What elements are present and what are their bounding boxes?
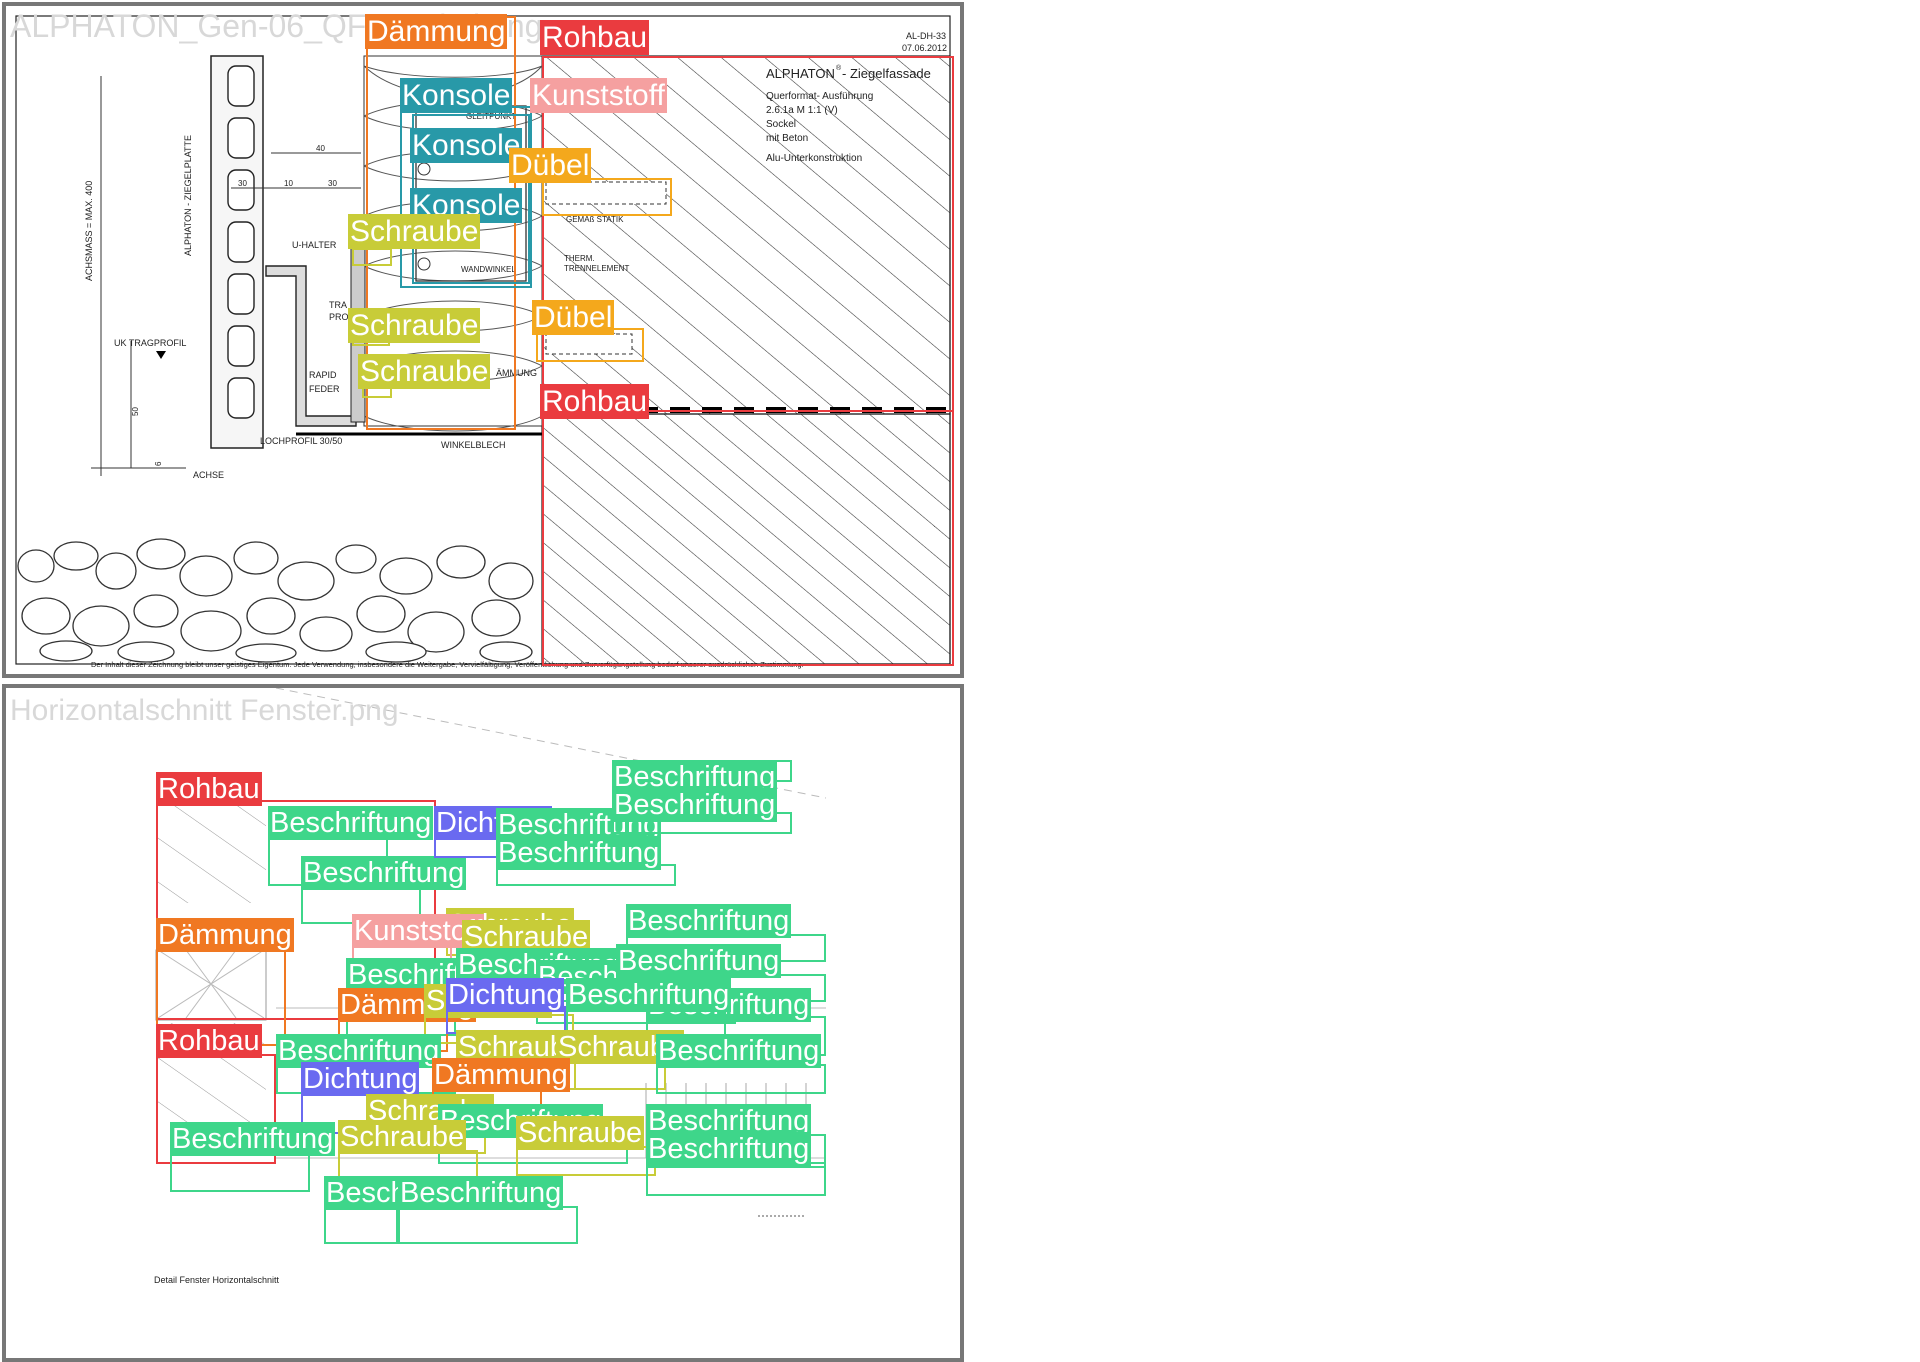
annotation-label-beschriftung: Beschriftung xyxy=(626,904,792,938)
drawing-reg: ® xyxy=(836,64,842,72)
annotation-label-schraube: Schraube xyxy=(516,1116,645,1150)
drawing-line3: Sockel xyxy=(766,119,796,130)
annotation-label-rohbau: Rohbau xyxy=(540,20,650,55)
annotation-label-dämmung: Dämmung xyxy=(156,918,294,952)
annotation-box-schraube xyxy=(516,1146,656,1176)
annotation-label-schraube: Schraube xyxy=(348,308,481,343)
annotation-label-dämmung: Dämmung xyxy=(432,1058,570,1092)
drawing-brand: ALPHATON xyxy=(766,66,835,81)
annotation-label-beschriftung: Beschriftung xyxy=(268,806,434,840)
annotation-label-schraube: Schraube xyxy=(338,1120,467,1154)
annotation-label-rohbau: Rohbau xyxy=(156,1024,262,1058)
annotation-box-schraube xyxy=(556,1060,666,1090)
annotation-label-beschriftung: Beschriftung xyxy=(616,944,782,978)
annotation-label-schraube: Schraube xyxy=(348,214,481,249)
annotation-label-beschriftung: Beschriftung xyxy=(612,788,778,822)
annotation-label-beschriftung: Beschriftung xyxy=(656,1034,822,1068)
drawing-feder: FEDER xyxy=(309,384,340,394)
drawing-gleitpunkt: GLEITPUNKT xyxy=(466,112,516,121)
drawing-footer: Der Inhalt dieser Zeichnung bleibt unser… xyxy=(91,660,804,669)
drawing-winkelblech: WINKELBLECH xyxy=(441,440,506,450)
annotation-box-dübel xyxy=(542,178,672,216)
annotation-label-schraube: Schraube xyxy=(358,354,491,389)
drawing-line5: Alu-Unterkonstruktion xyxy=(766,153,862,164)
drawing-line4: mit Beton xyxy=(766,133,808,144)
annotation-box-beschriftung xyxy=(324,1206,398,1244)
drawing-tra: TRA xyxy=(329,300,347,310)
drawing-achse: ACHSE xyxy=(193,470,224,480)
drawing-dim10: 10 xyxy=(284,179,293,188)
annotation-label-dichtung: Dichtung xyxy=(301,1062,420,1096)
drawing-dim50: 50 xyxy=(131,407,140,416)
annotation-label-beschriftung: Beschriftung xyxy=(566,978,732,1012)
annotation-label-beschriftung: Beschriftung xyxy=(398,1176,564,1210)
drawing-achsmass: ACHSMASS = MAX. 400 xyxy=(84,181,94,281)
drawing-title: - Ziegelfassade xyxy=(842,66,931,81)
drawing-uhalter: U-HALTER xyxy=(292,240,337,250)
annotation-label-kunststoff: Kunststoff xyxy=(530,78,667,113)
drawing-dim40: 40 xyxy=(316,144,325,153)
drawing-therm2: TRENNELEMENT xyxy=(564,264,629,273)
annotation-label-rohbau: Rohbau xyxy=(156,772,262,806)
annotation-label-dichtung: Dichtung xyxy=(446,978,565,1012)
drawing-dim30b: 30 xyxy=(328,179,337,188)
annotation-label-konsole: Konsole xyxy=(410,128,523,163)
drawing-dammung-fragment: ÄMMUNG xyxy=(496,368,537,378)
annotation-box-beschriftung xyxy=(656,1064,826,1094)
drawing-gemas: GEMÄß STATIK xyxy=(566,215,624,224)
drawing-tragprofil: UK TRAGPROFIL xyxy=(114,338,186,348)
drawing-code: AL-DH-33 xyxy=(906,31,946,41)
annotation-box-beschriftung xyxy=(170,1152,310,1192)
drawing-therm1: THERM. xyxy=(564,254,595,263)
foundation xyxy=(541,413,951,665)
annotation-label-beschriftung: Beschriftung xyxy=(170,1122,336,1156)
annotation-label-dämmung: Dämmung xyxy=(365,14,508,49)
annotation-box-rohbau xyxy=(542,410,954,666)
annotation-box-beschriftung xyxy=(398,1206,578,1244)
annotation-box-schraube xyxy=(352,248,392,266)
annotation-label-beschriftung: Beschriftung xyxy=(496,836,662,870)
annotation-label-beschriftung: Beschriftung xyxy=(301,856,467,890)
drawing-line1: Querformat- Ausführung xyxy=(766,91,873,102)
drawing-lochprofil: LOCHPROFIL 30/50 xyxy=(260,436,342,446)
drawing-ziegelplatte: ALPHATON - ZIEGELPLATTE xyxy=(183,135,193,256)
annotation-label-beschriftung: Beschriftung xyxy=(646,1132,812,1166)
drawing-date: 07.06.2012 xyxy=(902,43,947,53)
drawing-line2: 2.6.1a M 1:1 (V) xyxy=(766,105,838,116)
drawing-wandwinkel: WANDWINKEL xyxy=(461,265,516,274)
drawing-rapid: RAPID xyxy=(309,370,337,380)
image-panel-fenster: Detail Fenster Horizontalschnitt Horizon… xyxy=(2,684,964,1362)
annotation-label-dübel: Dübel xyxy=(532,300,615,335)
drawing-pro: PRO xyxy=(329,312,349,322)
drawing-caption: Detail Fenster Horizontalschnitt xyxy=(154,1275,280,1285)
drawing-dim6: 6 xyxy=(154,461,163,466)
image-filename: Horizontalschnitt Fenster.png xyxy=(10,694,399,727)
annotation-box-rohbau xyxy=(156,800,436,1020)
annotation-label-rohbau: Rohbau xyxy=(540,384,650,419)
drawing-dim30a: 30 xyxy=(238,179,247,188)
image-panel-sockel: AL-DH-33 07.06.2012 ALPHATON ® - Ziegelf… xyxy=(2,2,964,678)
annotation-label-konsole: Konsole xyxy=(400,78,513,113)
annotation-label-dübel: Dübel xyxy=(509,148,592,183)
annotation-box-beschriftung xyxy=(646,1162,826,1196)
